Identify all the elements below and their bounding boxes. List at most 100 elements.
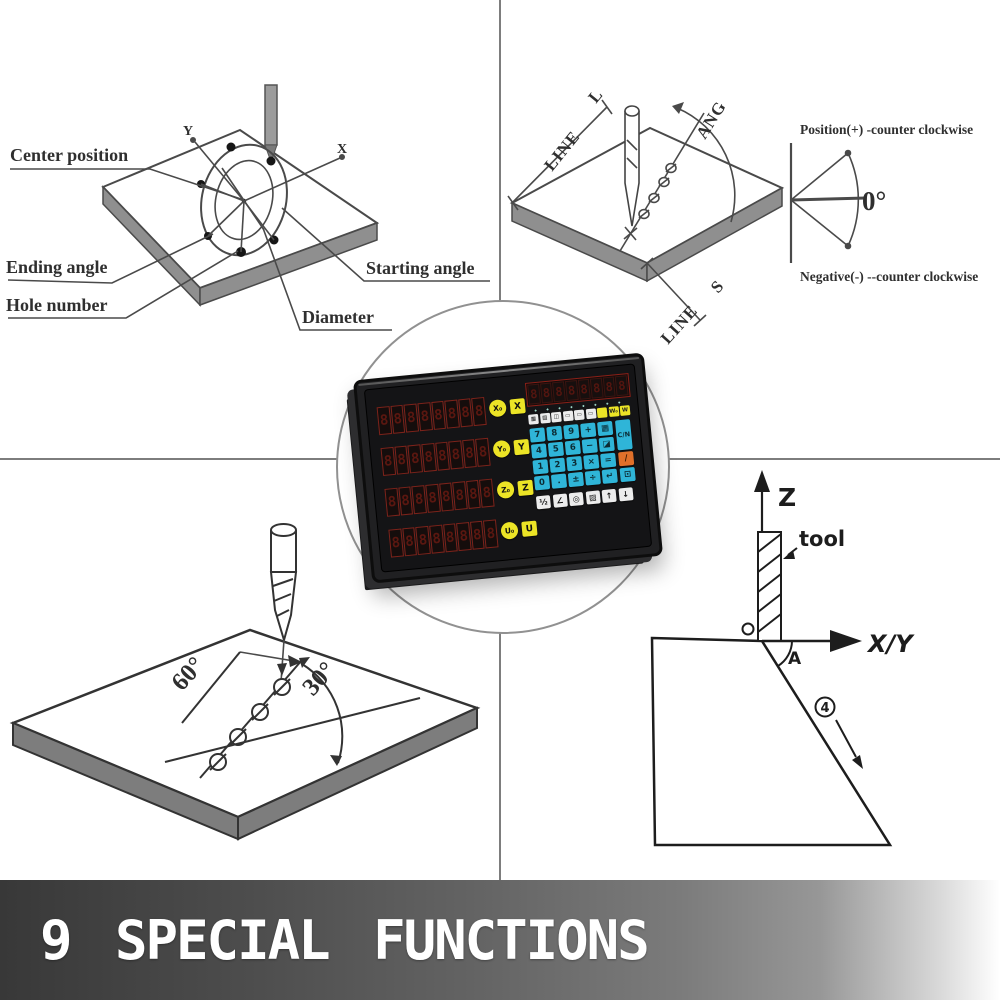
- tool-pointer: [783, 547, 798, 559]
- keypad-key[interactable]: =: [600, 452, 617, 469]
- label-center-position: Center position: [10, 145, 128, 165]
- y-zero-button[interactable]: Y₀: [492, 439, 511, 459]
- keypad-key[interactable]: 0: [533, 475, 551, 491]
- label-hole-number: Hole number: [6, 295, 108, 315]
- led-digit: 8: [483, 519, 499, 549]
- led-digit: 8: [465, 479, 482, 509]
- function-key[interactable]: [596, 407, 608, 419]
- u-zero-button[interactable]: U₀: [500, 521, 519, 540]
- special-function-key[interactable]: ▨: [585, 490, 601, 505]
- special-function-key[interactable]: ∠: [552, 493, 568, 508]
- y-axis-button[interactable]: Y: [513, 438, 530, 456]
- enter-key[interactable]: ⊡: [619, 466, 636, 483]
- keypad-key[interactable]: ±: [567, 471, 585, 488]
- keypad-key[interactable]: 5: [547, 441, 565, 458]
- keypad-key[interactable]: 8: [546, 425, 563, 442]
- led-digit: 8: [388, 528, 404, 558]
- feed-direction: [239, 639, 302, 683]
- keypad-key[interactable]: ↵: [601, 468, 618, 484]
- keypad-key[interactable]: 4: [530, 443, 548, 459]
- keypad-key[interactable]: .: [550, 473, 568, 489]
- keypad-key[interactable]: 1: [532, 459, 549, 475]
- label-tool: tool: [799, 527, 845, 551]
- banner-title: 9 SPECIAL FUNCTIONS: [40, 908, 650, 972]
- keypad-key[interactable]: +: [580, 422, 597, 438]
- z-zero-button[interactable]: Z₀: [496, 480, 515, 500]
- function-key[interactable]: ▭: [562, 410, 574, 422]
- special-function-key[interactable]: ↑: [601, 488, 617, 504]
- angle-direction-reference: [789, 143, 867, 263]
- keypad-key[interactable]: −: [581, 438, 598, 454]
- x-zero-button[interactable]: X₀: [488, 398, 507, 418]
- led-digit: 8: [456, 522, 472, 552]
- callout-lines: [7, 168, 490, 331]
- function-key[interactable]: W: [619, 405, 631, 416]
- hole-line: [619, 112, 705, 252]
- orange-key[interactable]: /: [618, 450, 635, 467]
- keypad-key[interactable]: 7: [529, 427, 546, 443]
- hole-line: [199, 659, 303, 779]
- led-digit: 8: [444, 399, 460, 429]
- function-key[interactable]: ▭: [573, 409, 585, 421]
- incline-machining-diagram: Z tool X/Y A 4: [650, 470, 915, 847]
- special-function-key[interactable]: ◎: [568, 491, 584, 507]
- function-key[interactable]: ▦: [527, 413, 539, 425]
- keypad-key[interactable]: 2: [549, 457, 566, 473]
- tool-shape: [741, 531, 782, 642]
- led-digit: 8: [589, 377, 604, 399]
- keypad-key[interactable]: 3: [566, 455, 583, 472]
- led-digit: 8: [417, 402, 433, 432]
- led-digit: 8: [479, 478, 495, 508]
- keypad-key[interactable]: 9: [563, 424, 580, 440]
- banner: 9 SPECIAL FUNCTIONS: [0, 880, 1000, 1000]
- function-key[interactable]: ▨: [539, 412, 551, 424]
- led-digit: 8: [448, 440, 464, 470]
- led-digit: 8: [615, 375, 629, 397]
- special-function-key[interactable]: ½: [535, 495, 552, 510]
- x-axis-button[interactable]: X: [509, 398, 526, 415]
- led-digit: 8: [380, 446, 396, 476]
- function-key[interactable]: ▭: [585, 408, 597, 420]
- label-z-axis: Z: [778, 483, 796, 512]
- led-digit: 8: [539, 382, 554, 404]
- label-line-s-letter: S: [707, 277, 727, 297]
- z-axis-button[interactable]: Z: [517, 479, 534, 497]
- step-marker: [814, 696, 863, 769]
- keypad-key[interactable]: ▦: [597, 420, 614, 437]
- line-s-dimension: [640, 257, 707, 327]
- led-digit: 8: [438, 482, 454, 512]
- keypad-key[interactable]: ×: [583, 454, 600, 470]
- led-digit: 8: [577, 378, 591, 400]
- led-digit: 8: [564, 380, 579, 402]
- led-digit: 8: [552, 381, 566, 403]
- function-key[interactable]: W₀: [608, 406, 620, 418]
- label-ending-angle: Ending angle: [6, 257, 108, 277]
- led-digit: 8: [401, 527, 418, 557]
- special-function-key[interactable]: ↓: [617, 487, 634, 502]
- cn-key[interactable]: C/N: [614, 419, 633, 451]
- led-digit: 8: [429, 524, 445, 554]
- label-zero-degree: 0°: [862, 186, 886, 216]
- label-x-axis: X: [337, 142, 347, 157]
- drill-bit-icon: [264, 84, 278, 164]
- workpiece: [650, 636, 893, 847]
- keypad-key[interactable]: ◪: [598, 436, 615, 453]
- label-step-number: 4: [820, 701, 829, 716]
- label-positive-note: Position(+) -counter clockwise: [800, 122, 973, 137]
- keypad-key[interactable]: 6: [564, 440, 581, 456]
- led-digit: 8: [434, 441, 451, 471]
- label-line-l-letter: L: [584, 86, 606, 107]
- led-digit: 8: [469, 520, 485, 550]
- label-y-axis: Y: [183, 124, 193, 139]
- u-axis-button[interactable]: U: [521, 520, 538, 537]
- workpiece-plate: [9, 628, 481, 841]
- keypad-key[interactable]: ÷: [584, 470, 601, 486]
- function-key[interactable]: ◫: [550, 411, 562, 423]
- angle-arc: [672, 102, 736, 223]
